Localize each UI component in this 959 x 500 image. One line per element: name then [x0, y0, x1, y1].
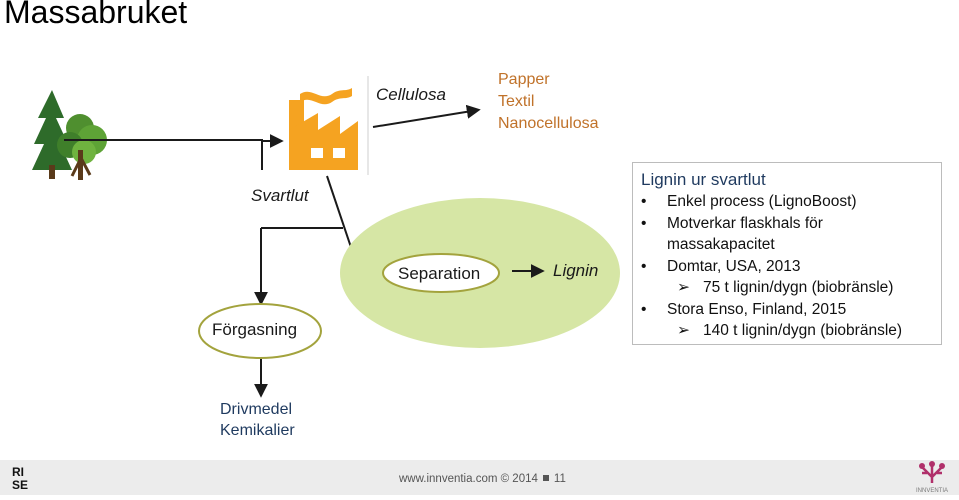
product-item: Textil	[498, 93, 535, 110]
footer-url: www.innventia.com	[399, 473, 498, 485]
page-number: 11	[553, 473, 566, 485]
bullet-icon: •	[641, 257, 647, 275]
cellulosa-label: Cellulosa	[376, 85, 446, 104]
info-subbullet: ➢140 t lignin/dygn (biobränsle)	[641, 320, 941, 342]
footer-copyright: © 2014	[500, 473, 538, 485]
innventia-logo-text: INNVENTIA	[916, 488, 948, 494]
footer-text: www.innventia.com © 2014 11	[399, 473, 566, 485]
arrow-bullet-icon: ➢	[677, 279, 690, 296]
product-item: Nanocellulosa	[498, 115, 599, 132]
separation-label: Separation	[398, 264, 481, 283]
page-title: Massabruket	[4, 0, 188, 30]
bullet-icon: •	[641, 300, 647, 318]
info-box: Lignin ur svartlut •Enkel process (Ligno…	[632, 162, 942, 345]
forgasning-label: Förgasning	[212, 320, 298, 339]
separation-node	[382, 253, 500, 293]
fuel-item: Kemikalier	[220, 422, 295, 439]
info-continuation: massakapacitet	[667, 236, 775, 253]
info-bullet: •Enkel process (LignoBoost)	[641, 191, 941, 213]
rise-logo: RI SE	[12, 465, 38, 492]
info-bullet: •Motverkar flaskhals för	[641, 213, 941, 235]
square-icon	[542, 475, 549, 482]
bullet-icon: •	[641, 214, 647, 232]
factory-icon	[289, 88, 358, 170]
cellulosa-to-products-arrow	[372, 104, 481, 128]
info-subbullet: ➢75 t lignin/dygn (biobränsle)	[641, 277, 941, 299]
forgasning-node	[198, 303, 322, 359]
rise-logo-text-top: RI	[12, 465, 24, 479]
product-item: Papper	[498, 71, 550, 88]
tree-icon	[32, 90, 107, 180]
svartlut-label: Svartlut	[251, 186, 309, 205]
info-heading: Lignin ur svartlut	[641, 170, 766, 189]
info-bullet: •Stora Enso, Finland, 2015	[641, 299, 941, 321]
rise-logo-text-bottom: SE	[12, 478, 28, 491]
arrow-bullet-icon: ➢	[677, 322, 690, 339]
products-list: Papper Textil Nanocellulosa	[498, 69, 599, 135]
footer-bar	[0, 460, 959, 495]
fuel-item: Drivmedel	[220, 401, 293, 418]
info-bullet: •Domtar, USA, 2013	[641, 256, 941, 278]
innventia-logo: INNVENTIA	[910, 459, 954, 495]
fuels-list: Drivmedel Kemikalier	[220, 399, 295, 441]
lignin-label: Lignin	[553, 261, 599, 280]
bullet-icon: •	[641, 193, 647, 210]
